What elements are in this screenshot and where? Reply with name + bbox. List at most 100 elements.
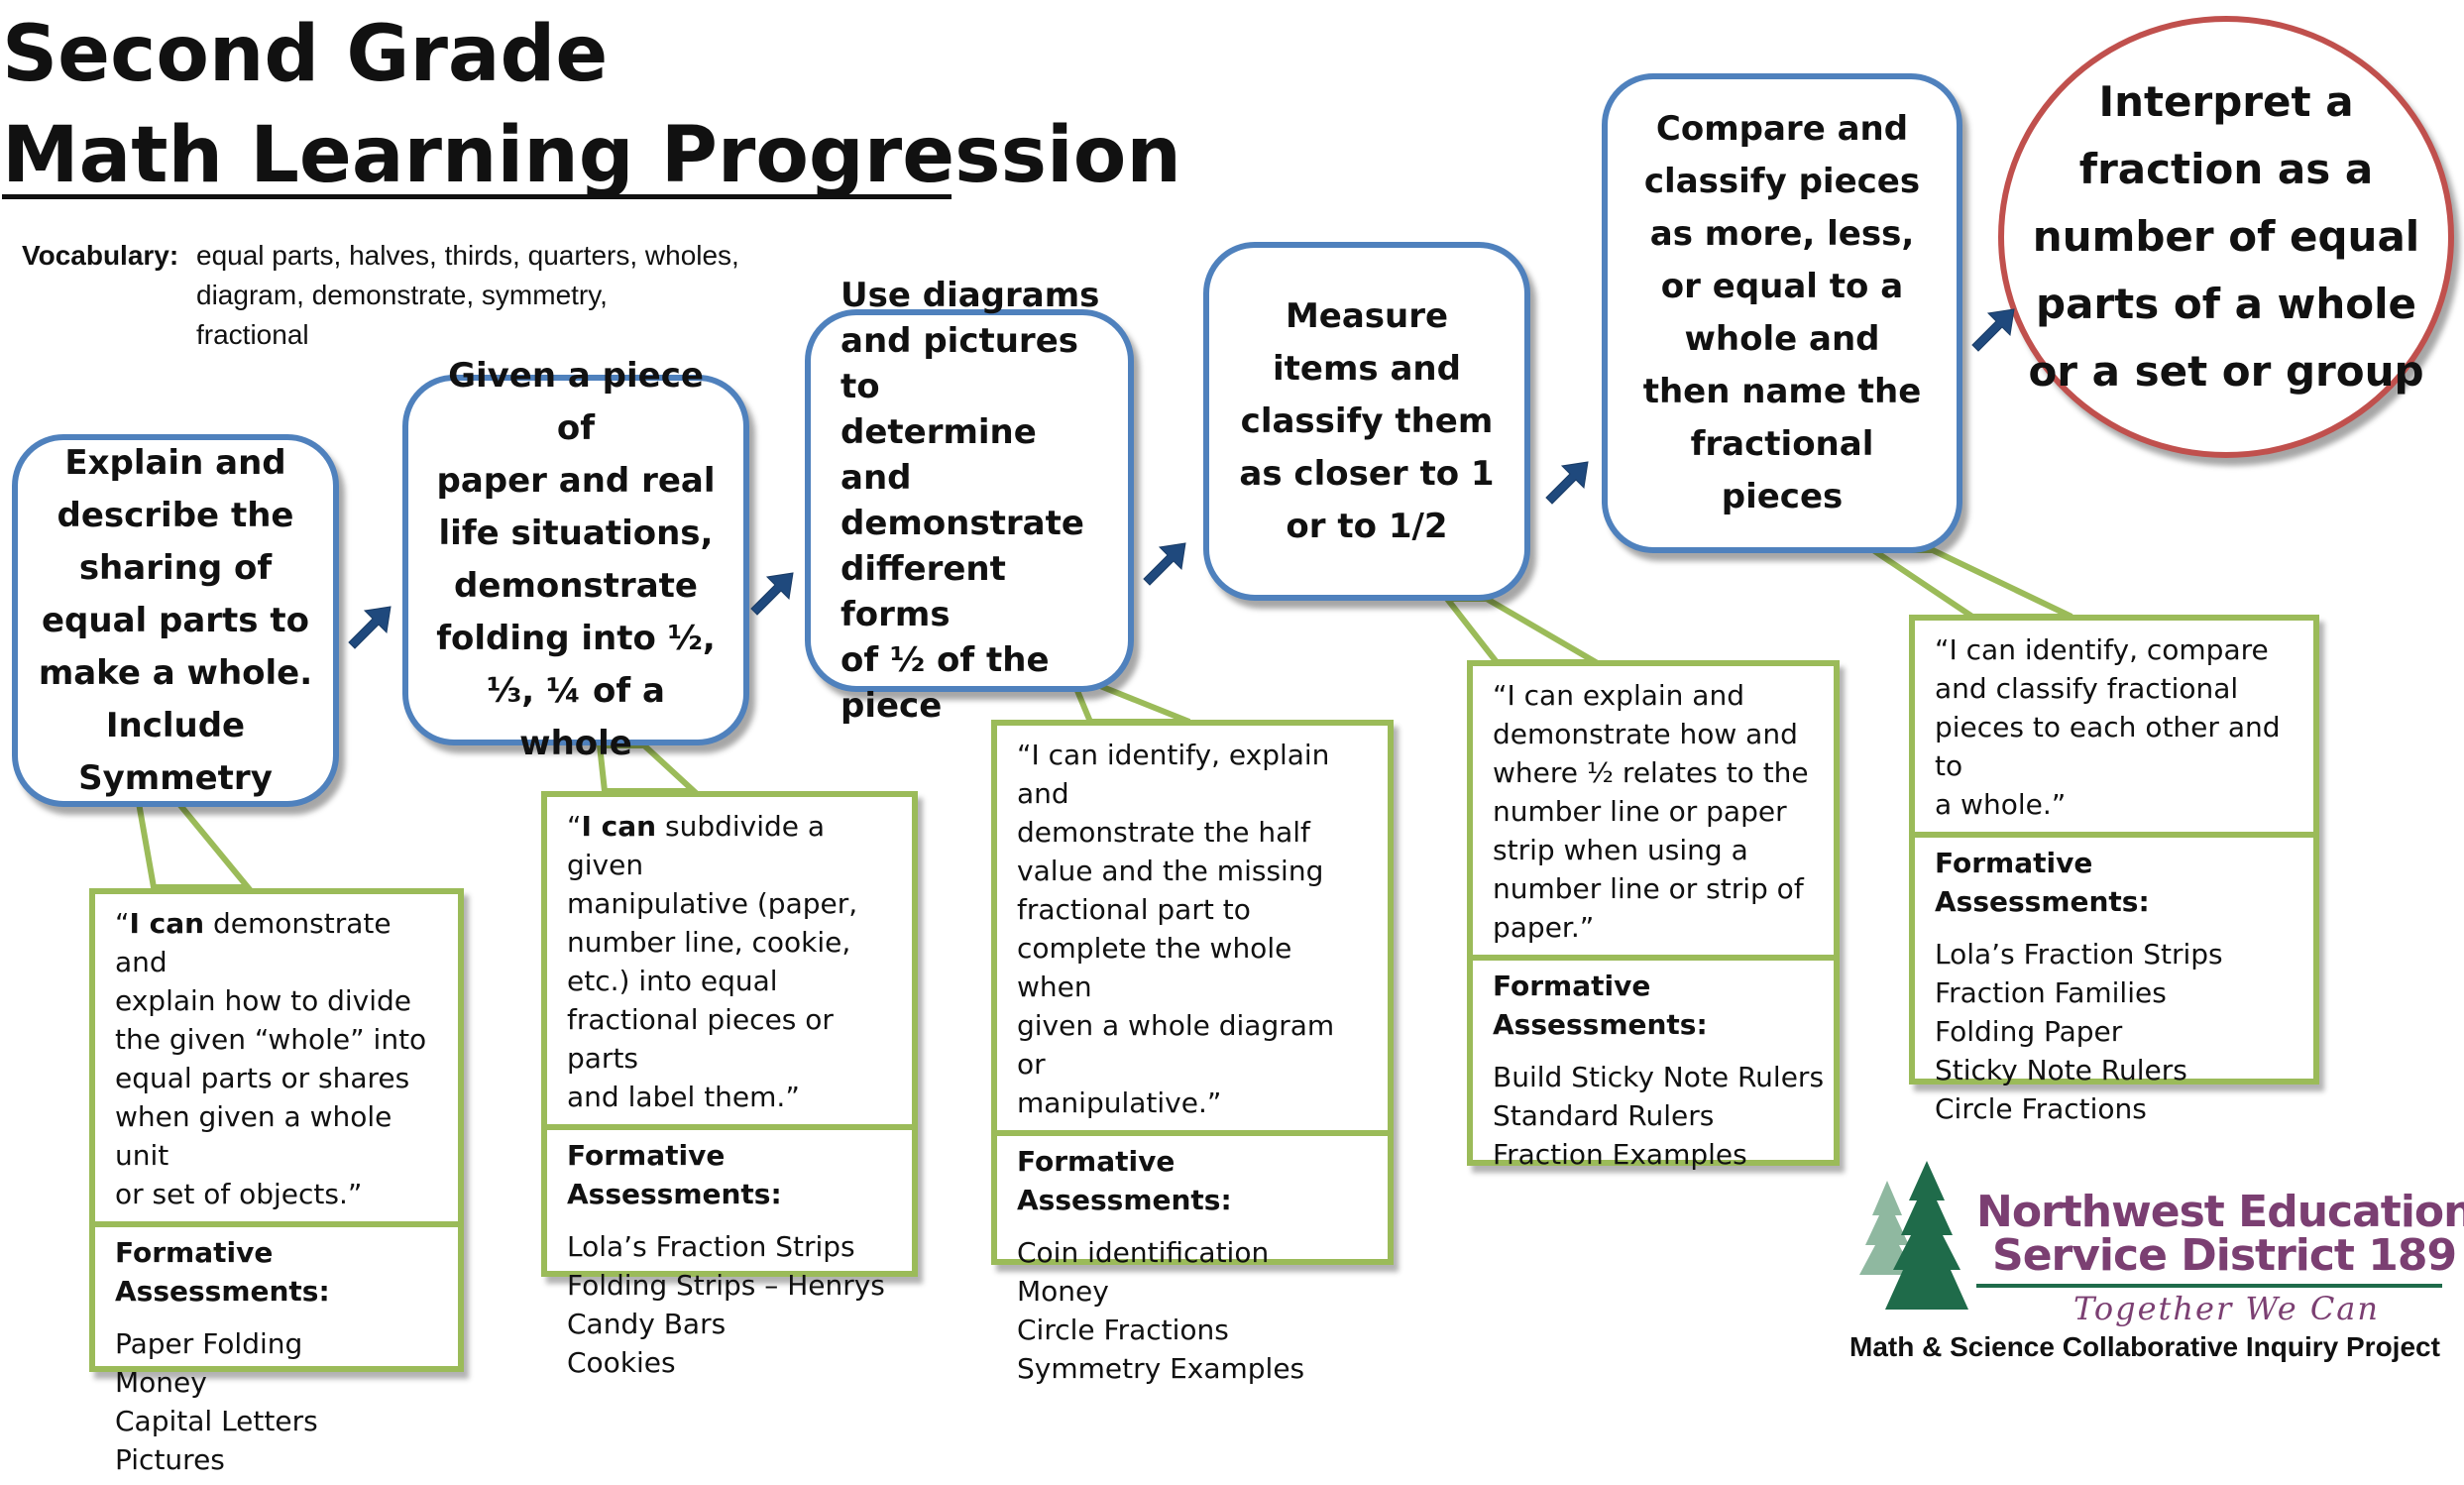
- callout-pointer-1: [135, 800, 255, 890]
- step-line: items and: [1273, 348, 1461, 389]
- step-line: as more, less,: [1649, 214, 1915, 254]
- step-line: determine and: [840, 412, 1037, 498]
- step-line: as closer to 1: [1239, 453, 1495, 494]
- statement-line: the given “whole” into: [115, 1023, 427, 1056]
- statement-line: number line, cookie,: [567, 926, 851, 959]
- vocabulary-line: fractional: [196, 319, 309, 350]
- step-line: sharing of: [78, 547, 273, 588]
- step-text-3: Use diagrams and pictures to determine a…: [840, 273, 1110, 729]
- logo-tagline: Together We Can: [2073, 1290, 2380, 1327]
- list-item: Lola’s Fraction Strips: [1935, 938, 2223, 971]
- list-item: Circle Fractions: [1935, 1092, 2147, 1125]
- step-line: whole and: [1684, 319, 1880, 359]
- page-title-line1: Second Grade: [2, 10, 609, 99]
- goal-line: or a set or group: [2028, 347, 2424, 396]
- step-line: piece: [840, 686, 943, 726]
- step-box-2: Given a piece of paper and real life sit…: [402, 356, 749, 763]
- formative-assessments-title: Formative Assessments:: [1935, 847, 2150, 918]
- assessment-card-3: “I can identify, explain and demonstrate…: [991, 720, 1394, 1385]
- list-item: Standard Rulers: [1493, 1099, 1715, 1132]
- step-line: pieces: [1721, 477, 1844, 516]
- nwesd-logo: Northwest Educational Service District 1…: [1844, 1161, 2464, 1368]
- formative-assessments-list: Coin identification Money Circle Fractio…: [997, 1219, 1388, 1394]
- step-line: or equal to a: [1660, 267, 1904, 306]
- goal-line: number of equal: [2032, 212, 2420, 261]
- step-line: Measure: [1285, 295, 1449, 336]
- step-line: describe the: [56, 495, 294, 535]
- list-item: Folding Strips – Henrys: [567, 1269, 885, 1302]
- statement-line: demonstrate the half: [1017, 816, 1310, 849]
- formative-assessments-list: Lola’s Fraction Strips Fraction Families…: [1915, 921, 2313, 1134]
- goal-circle: Interpret a fraction as a number of equa…: [1998, 16, 2454, 458]
- pine-trees-icon: [1859, 1161, 1968, 1310]
- list-item: Coin identification: [1017, 1236, 1270, 1269]
- step-line: Use diagrams: [840, 276, 1100, 315]
- step-line: demonstrate: [454, 566, 698, 606]
- list-item: Candy Bars: [567, 1308, 727, 1340]
- statement-line: number line or paper: [1493, 795, 1787, 828]
- statement-line: given a whole diagram or: [1017, 1009, 1335, 1081]
- statement-line: demonstrate how and: [1493, 718, 1798, 750]
- statement-line: equal parts or shares: [115, 1062, 410, 1094]
- step-line: or to 1/2: [1286, 506, 1448, 546]
- goal-line: Interpret a: [2098, 77, 2354, 126]
- list-item: Sticky Note Rulers: [1935, 1054, 2187, 1086]
- vocabulary-line: diagram, demonstrate, symmetry,: [196, 280, 608, 310]
- step-box-1: Explain and describe the sharing of equa…: [12, 434, 339, 807]
- step-line: paper and real: [436, 461, 716, 501]
- list-item: Build Sticky Note Rulers: [1493, 1061, 1825, 1093]
- step-line: Given a piece of: [448, 356, 704, 448]
- step-box-3: Use diagrams and pictures to determine a…: [805, 276, 1134, 726]
- formative-assessments-title: Formative Assessments:: [567, 1139, 782, 1210]
- step-line: life situations,: [438, 514, 714, 553]
- statement-line: “I can identify, explain and: [1017, 739, 1330, 810]
- callout-pointer-5: [1863, 547, 2073, 620]
- statement-line: or set of objects.”: [115, 1178, 363, 1210]
- statement-line: value and the missing: [1017, 855, 1324, 887]
- step-line: equal parts to: [41, 600, 309, 640]
- list-item: Folding Paper: [1935, 1015, 2123, 1048]
- step-line: Explain and: [64, 442, 286, 483]
- page-title-line2: Math Learning Progression: [2, 111, 1181, 200]
- right-arrow-icon: [750, 572, 794, 616]
- step-line: classify pieces: [1643, 162, 1921, 201]
- statement-line: “I can demonstrate and: [115, 907, 392, 978]
- step-line: ⅓, ¼ of a whole: [487, 671, 665, 763]
- list-item: Circle Fractions: [1017, 1314, 1229, 1346]
- logo-divider: [1976, 1284, 2442, 1288]
- formative-assessments-title: Formative Assessments:: [115, 1236, 330, 1308]
- step-line: fractional: [1690, 424, 1874, 464]
- step-box-5: Compare and classify pieces as more, les…: [1602, 73, 1962, 553]
- callout-pointer-4: [1440, 596, 1608, 665]
- statement-line: paper.”: [1493, 911, 1595, 944]
- step-line: Include: [105, 705, 246, 745]
- right-arrow-icon: [1545, 461, 1589, 505]
- formative-assessments-title: Formative Assessments:: [1017, 1145, 1232, 1216]
- statement-line: fractional part to: [1017, 893, 1251, 926]
- i-can-statement: “I can subdivide a given manipulative (p…: [547, 797, 912, 1130]
- vocabulary-terms: equal parts, halves, thirds, quarters, w…: [196, 236, 791, 355]
- right-arrow-icon: [1143, 542, 1186, 586]
- step-box-4: Measure items and classify them as close…: [1203, 242, 1530, 601]
- statement-line: and classify fractional: [1935, 672, 2239, 705]
- statement-line: manipulative.”: [1017, 1086, 1222, 1119]
- step-line: classify them: [1240, 400, 1494, 441]
- statement-line: “I can explain and: [1493, 679, 1744, 712]
- assessment-card-5: “I can identify, compare and classify fr…: [1909, 615, 2319, 1125]
- i-can-statement: “I can demonstrate and explain how to di…: [95, 894, 458, 1227]
- right-arrow-icon: [348, 606, 392, 649]
- statement-line: manipulative (paper,: [567, 887, 858, 920]
- i-can-statement: “I can identify, explain and demonstrate…: [997, 726, 1388, 1136]
- project-name: Math & Science Collaborative Inquiry Pro…: [1849, 1331, 2440, 1362]
- list-item: Fraction Families: [1935, 976, 2167, 1009]
- goal-text: Interpret a fraction as a number of equa…: [2028, 68, 2423, 405]
- step-line: of ½ of the: [840, 640, 1050, 680]
- vocabulary-label: Vocabulary:: [22, 240, 179, 271]
- formative-assessments-list: Paper Folding Money Capital Letters Pict…: [95, 1311, 458, 1485]
- step-line: Symmetry: [78, 757, 273, 798]
- title-underline: [2, 194, 952, 199]
- logo-org-line1: Northwest Educational: [1976, 1187, 2464, 1237]
- statement-line: when given a whole unit: [115, 1100, 392, 1172]
- formative-assessments-list: Lola’s Fraction Strips Folding Strips – …: [547, 1213, 912, 1388]
- formative-assessments-title: Formative Assessments:: [1493, 970, 1708, 1041]
